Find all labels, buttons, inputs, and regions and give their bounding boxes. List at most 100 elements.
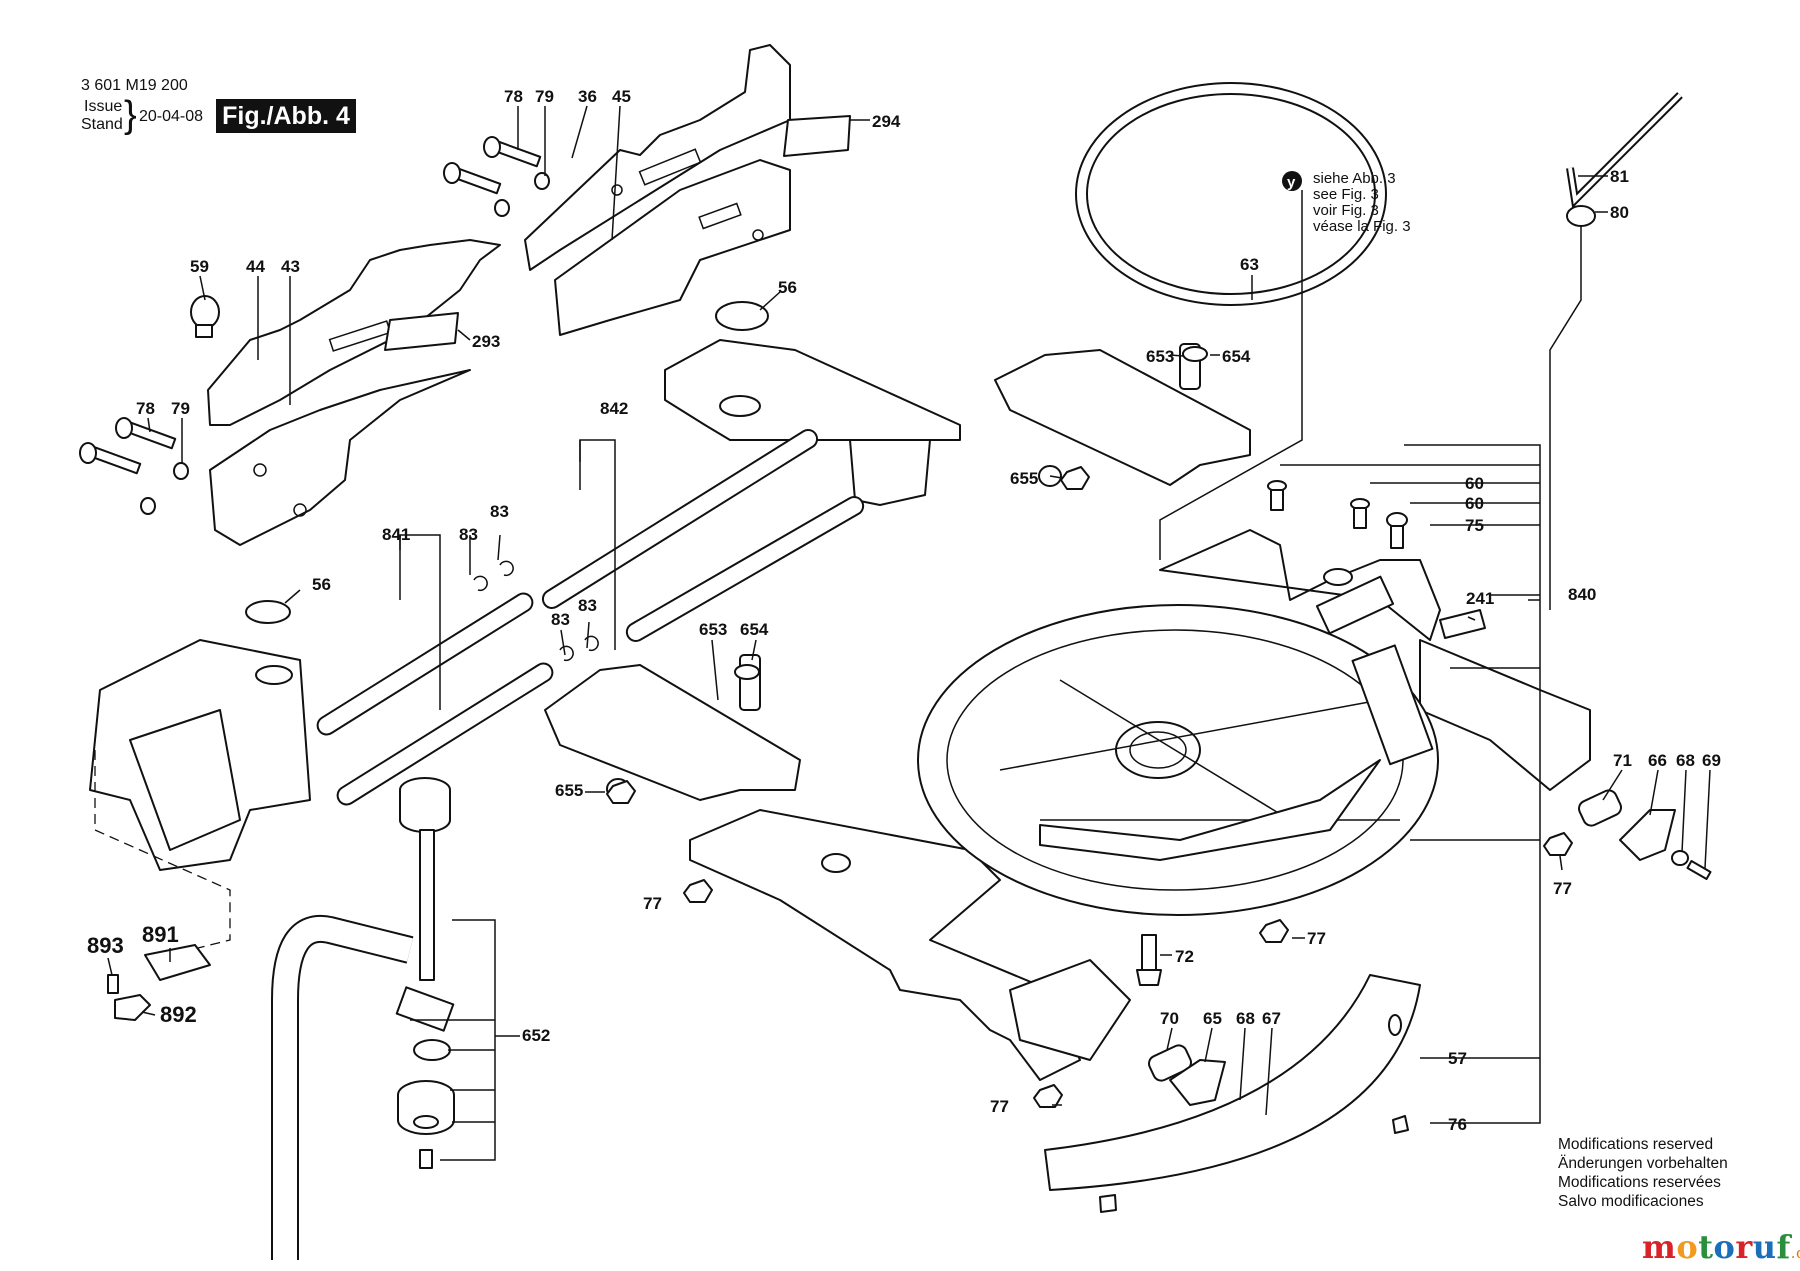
issue-date: 20-04-08 (139, 108, 204, 125)
label-66: 66 (1648, 751, 1667, 770)
modifications-line: Änderungen vorbehalten (1558, 1155, 1728, 1172)
hex-key-part-81 (1566, 92, 1683, 227)
rod-part-842 (541, 428, 865, 642)
label-69: 69 (1702, 751, 1721, 770)
reference-line: voir Fig. 3 (1313, 202, 1379, 219)
insert-part-653 (544, 654, 801, 801)
label-76: 76 (1448, 1115, 1467, 1134)
watermark-letter: o (1713, 1228, 1736, 1266)
label-77: 77 (643, 894, 662, 913)
stand-label: Stand (81, 116, 123, 133)
label-893: 893 (87, 933, 124, 958)
label-60: 60 (1465, 474, 1484, 493)
label-68: 68 (1676, 751, 1695, 770)
watermark-letter: f (1776, 1228, 1791, 1266)
nut-part-77 (683, 832, 1573, 1108)
label-83: 83 (551, 610, 570, 629)
watermark-logo: motoruf.de (1642, 1228, 1800, 1266)
clamp-part-652 (271, 777, 455, 1260)
insert-part-653-right (994, 343, 1251, 487)
watermark-letter: m (1642, 1228, 1677, 1266)
label-57: 57 (1448, 1049, 1467, 1068)
fence-part-44 (207, 239, 501, 546)
label-294: 294 (872, 112, 901, 131)
label-65: 65 (1203, 1009, 1222, 1028)
label-77: 77 (1307, 929, 1326, 948)
screw-part-654 (734, 346, 1208, 680)
label-79: 79 (171, 399, 190, 418)
part-number: 3 601 M19 200 (81, 77, 188, 94)
rod-part-841 (316, 592, 554, 806)
label-36: 36 (578, 87, 597, 106)
label-63: 63 (1240, 255, 1259, 274)
label-45: 45 (612, 87, 631, 106)
knob-part-892 (114, 994, 151, 1021)
label-70: 70 (1160, 1009, 1179, 1028)
label-654: 654 (740, 620, 769, 639)
knob-part-59 (190, 295, 220, 338)
label-79: 79 (535, 87, 554, 106)
modifications-line: Modifications reserved (1558, 1136, 1714, 1153)
label-892: 892 (160, 1002, 197, 1027)
label-81: 81 (1610, 167, 1629, 186)
label-655: 655 (1010, 469, 1038, 488)
label-80: 80 (1610, 203, 1629, 222)
watermark-suffix: .de (1790, 1244, 1800, 1262)
label-83: 83 (459, 525, 478, 544)
ring-part-63 (1075, 82, 1387, 306)
clamp-part-66 (1578, 789, 1712, 880)
nut-part-655 (606, 466, 1090, 804)
label-293: 293 (472, 332, 500, 351)
label-78: 78 (504, 87, 523, 106)
figure-badge: Fig./Abb. 4 (216, 99, 356, 133)
screw-part-78-lower (79, 417, 189, 515)
label-841: 841 (382, 525, 410, 544)
label-77: 77 (990, 1097, 1009, 1116)
label-654: 654 (1222, 347, 1251, 366)
modifications-line: Modifications reservées (1558, 1174, 1721, 1191)
label-655: 655 (555, 781, 583, 800)
label-68: 68 (1236, 1009, 1255, 1028)
label-44: 44 (246, 257, 265, 276)
bolt-part-72 (1136, 934, 1162, 986)
label-77: 77 (1553, 879, 1572, 898)
base-part (689, 529, 1591, 1081)
dashed-outline-left (94, 750, 231, 961)
label-891: 891 (142, 922, 179, 947)
screw-part-893 (107, 974, 119, 994)
screw-part-60 (1267, 480, 1370, 529)
screw-part-75 (1386, 512, 1408, 549)
modifications-line: Salvo modificaciones (1558, 1193, 1704, 1210)
fence-part-36 (524, 44, 791, 336)
label-83: 83 (578, 596, 597, 615)
label-840: 840 (1568, 585, 1596, 604)
plate-part-293 (384, 312, 459, 351)
label-72: 72 (1175, 947, 1194, 966)
label-653: 653 (699, 620, 727, 639)
watermark-letter: t (1698, 1228, 1714, 1266)
label-842: 842 (600, 399, 628, 418)
label-71: 71 (1613, 751, 1632, 770)
watermark-letter: r (1735, 1228, 1753, 1266)
reference-line: see Fig. 3 (1313, 186, 1379, 203)
label-653: 653 (1146, 347, 1174, 366)
label-56: 56 (312, 575, 331, 594)
reference-marker-letter: y (1287, 174, 1296, 191)
screw-part-78 (443, 136, 550, 217)
plate-part-891 (144, 944, 211, 981)
bracket-icon: } (124, 94, 137, 136)
watermark-letter: o (1676, 1228, 1699, 1266)
label-241: 241 (1466, 589, 1494, 608)
callout-labels: 78 79 36 45 294 59 44 43 56 293 78 79 84… (87, 87, 1721, 1134)
extension-table-right (664, 301, 961, 506)
leader-lines (107, 105, 1711, 1161)
watermark-text: motoruf (1642, 1228, 1791, 1266)
reference-note: siehe Abb. 3 see Fig. 3 voir Fig. 3 véas… (1313, 171, 1411, 235)
label-78: 78 (136, 399, 155, 418)
label-67: 67 (1262, 1009, 1281, 1028)
label-59: 59 (190, 257, 209, 276)
label-part-241 (1439, 609, 1486, 639)
reference-marker-icon (1282, 171, 1302, 191)
label-56: 56 (778, 278, 797, 297)
